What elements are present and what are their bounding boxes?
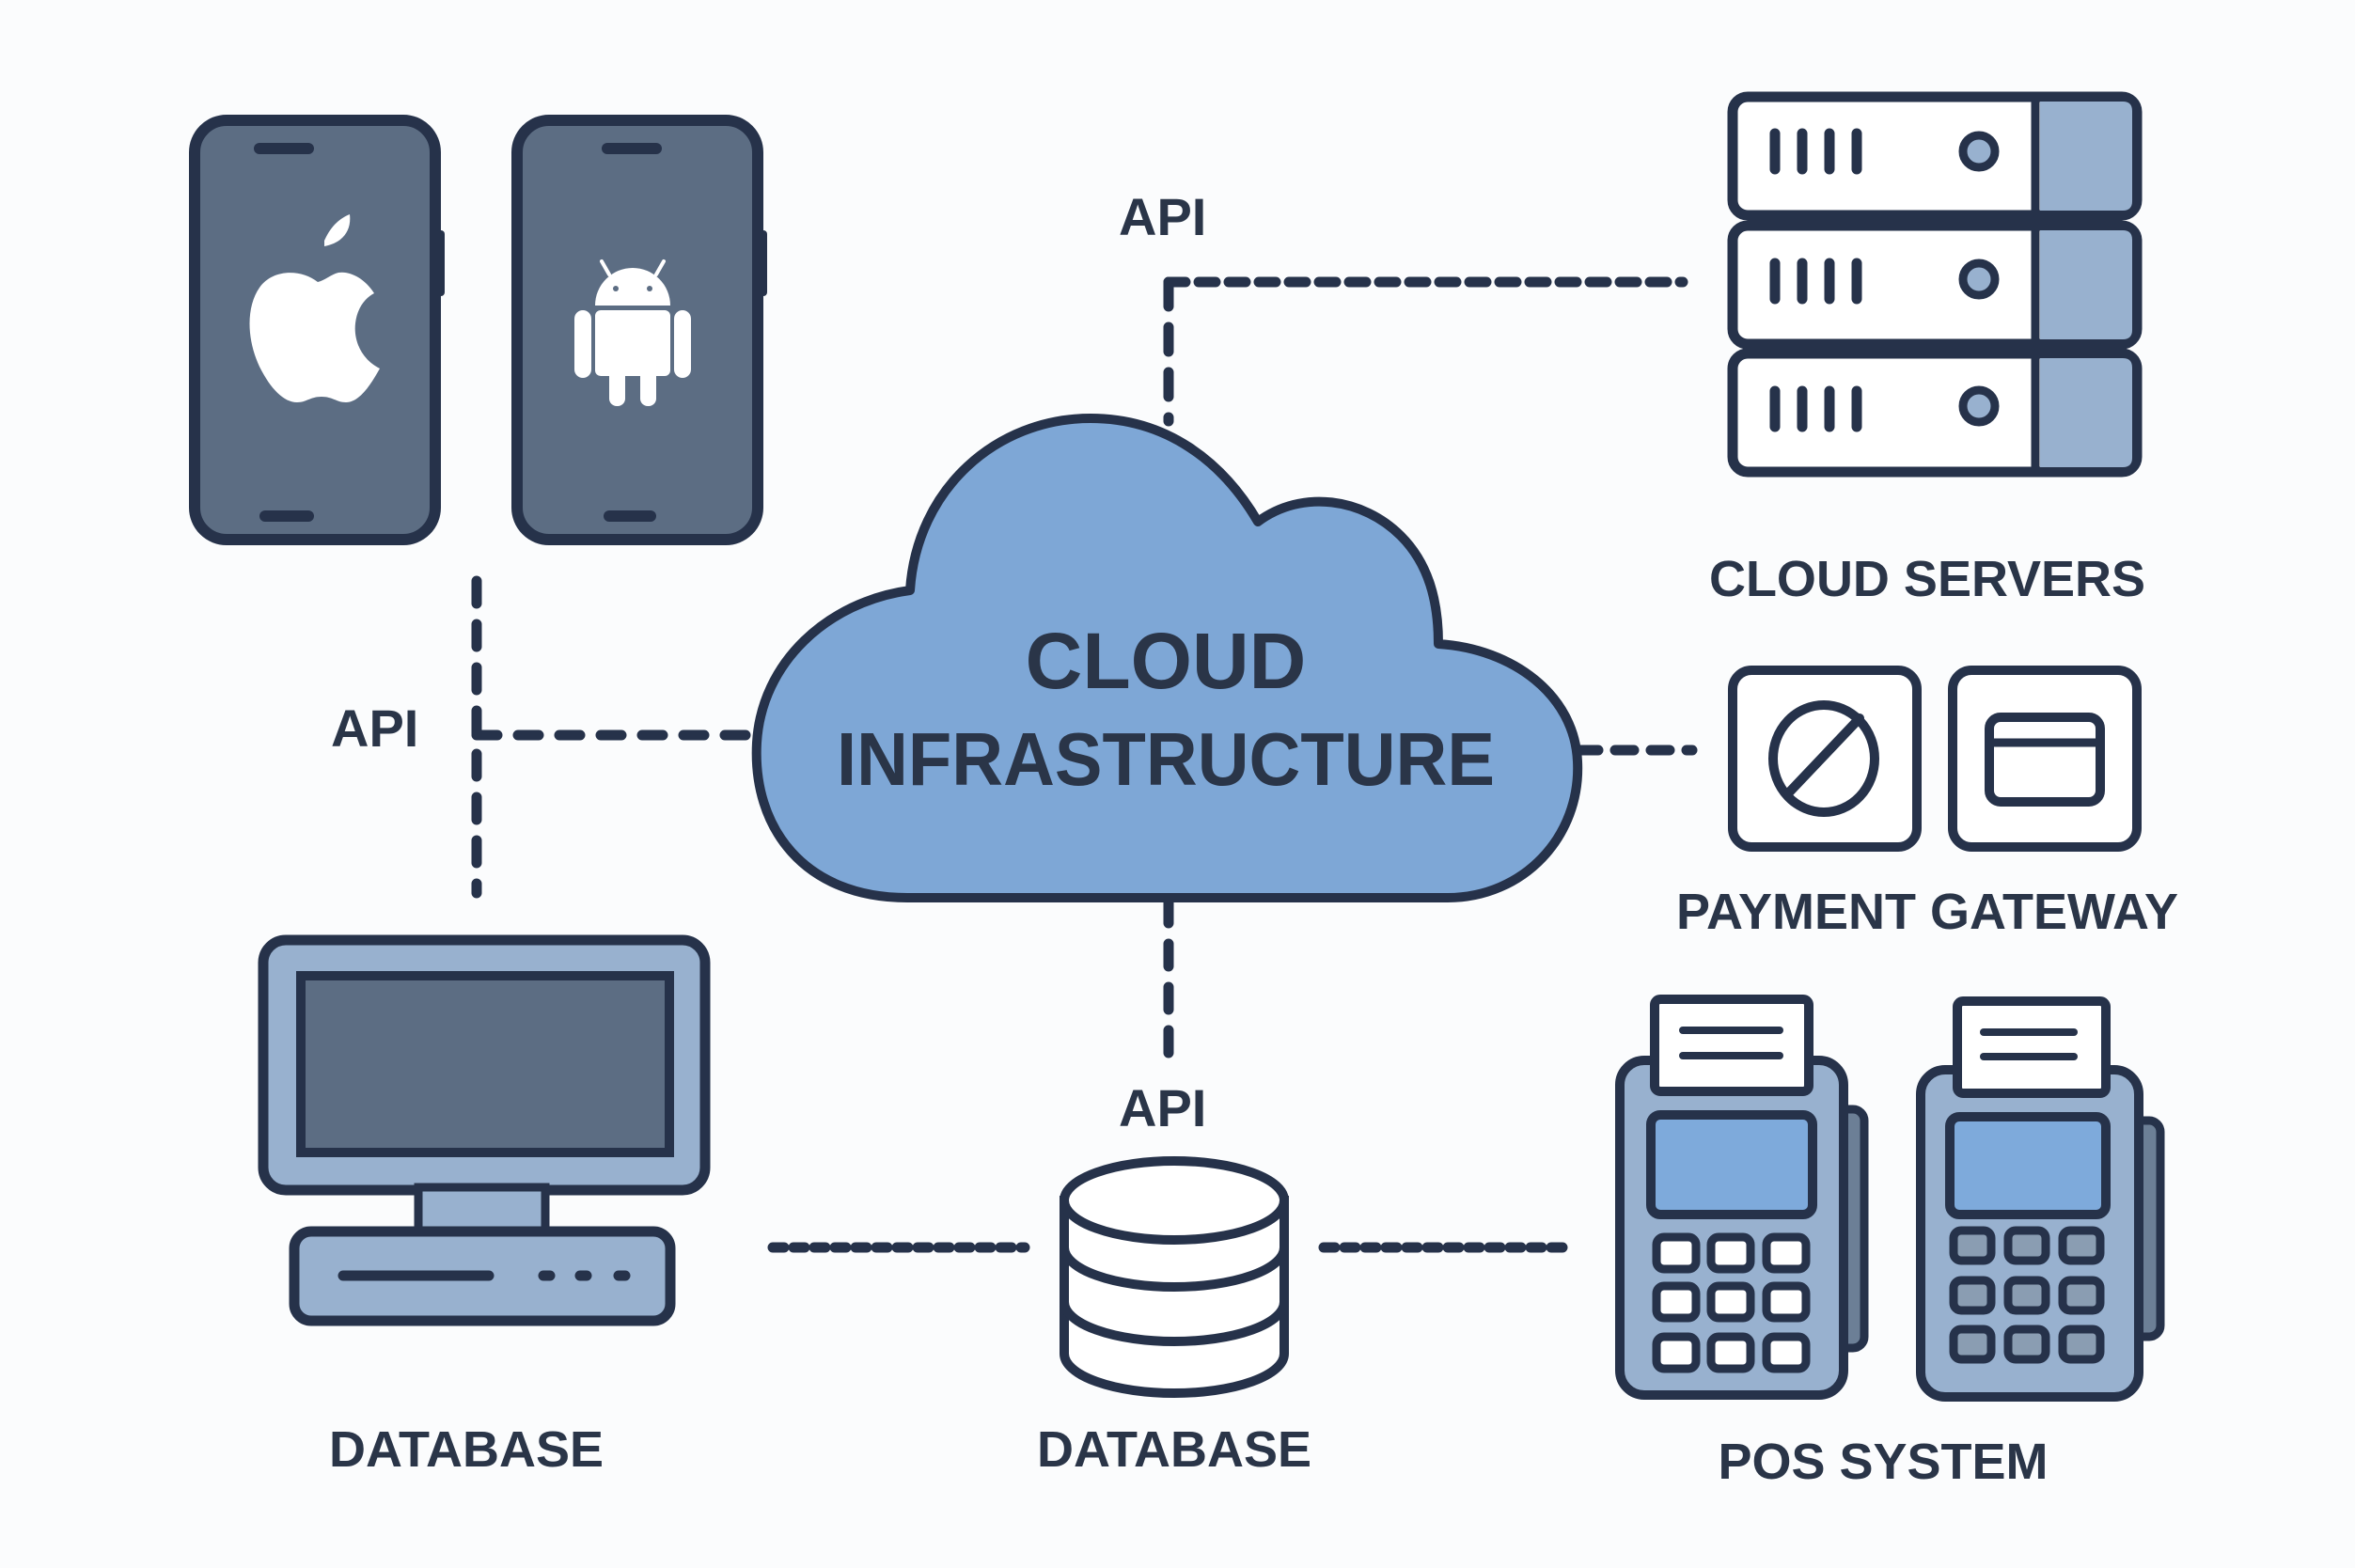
cloud-title-line2: INFRASTRUCTURE <box>837 717 1495 801</box>
desktop-computer-icon <box>258 934 711 1326</box>
pos-terminal-icon <box>1916 996 2165 1402</box>
cloud-infrastructure-node[interactable]: CLOUD INFRASTRUCTURE <box>751 414 1583 902</box>
database-label: DATABASE <box>1037 1421 1311 1478</box>
payment-gateway-label: PAYMENT GATEWAY <box>1676 884 2178 940</box>
mobile-devices <box>189 115 767 545</box>
desktop-label: DATABASE <box>329 1421 604 1478</box>
database-icon <box>1060 1156 1289 1398</box>
database-node[interactable]: DATABASE <box>1037 1156 1311 1478</box>
ios-phone[interactable] <box>189 115 445 545</box>
pos-terminal-icon <box>1615 995 1869 1400</box>
cloud-servers-label: CLOUD SERVERS <box>1709 551 2145 607</box>
server-unit <box>1727 348 2143 478</box>
desktop-node[interactable]: DATABASE <box>258 934 711 1478</box>
blocked-payment-icon <box>1728 666 1922 852</box>
pos-system-node[interactable]: POS SYSTEM <box>1615 995 2165 1490</box>
server-unit <box>1727 91 2143 221</box>
payment-gateway-node[interactable]: PAYMENT GATEWAY <box>1676 666 2178 940</box>
credit-card-icon <box>1948 666 2142 852</box>
api-label-bottom: API <box>1119 1078 1206 1137</box>
phone-home-bar <box>604 510 656 522</box>
cloud-title-line1: CLOUD <box>1026 617 1307 705</box>
cloud-servers-node[interactable]: CLOUD SERVERS <box>1709 91 2145 607</box>
android-phone[interactable] <box>511 115 767 545</box>
apple-logo-icon <box>249 214 380 402</box>
server-rack-icon <box>1727 91 2143 478</box>
phone-speaker <box>254 143 314 154</box>
api-label-left: API <box>331 698 418 758</box>
pos-system-label: POS SYSTEM <box>1718 1434 2048 1490</box>
phone-speaker <box>602 143 662 154</box>
android-logo-icon <box>574 259 691 406</box>
server-unit <box>1727 220 2143 350</box>
connectors <box>471 276 1698 1253</box>
cloud-shape <box>751 414 1583 902</box>
api-label-top: API <box>1119 187 1206 246</box>
phone-home-bar <box>259 510 314 522</box>
